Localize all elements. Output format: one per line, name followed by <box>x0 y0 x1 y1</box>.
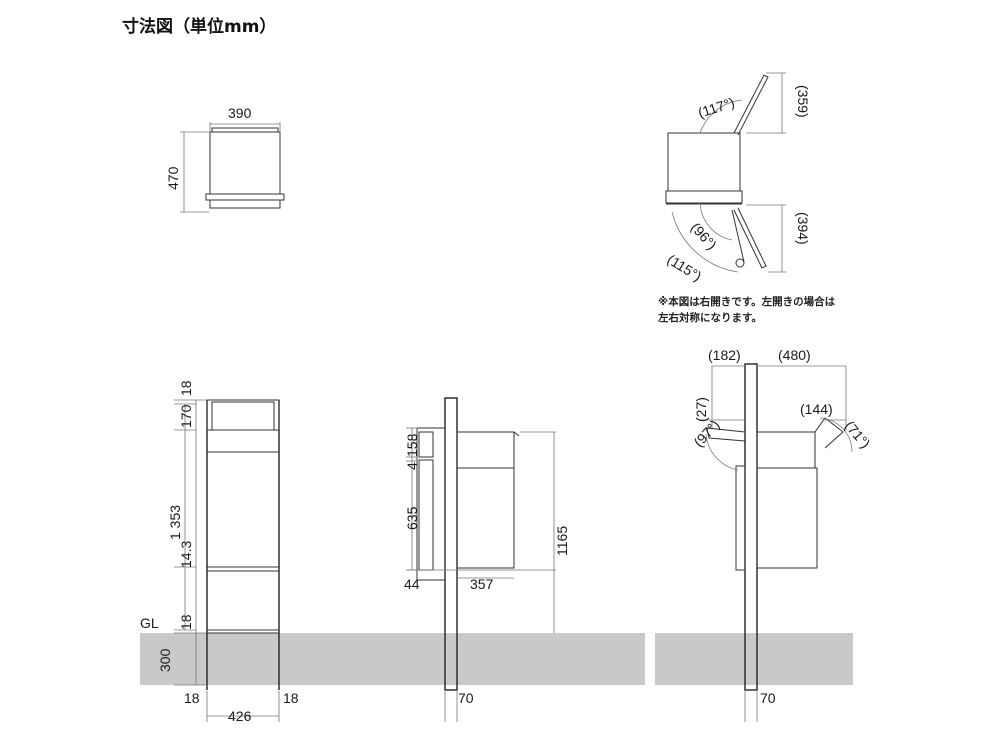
dim-door-length-394: (394) <box>795 212 811 245</box>
dim-door-angle-115: (115°) <box>664 251 704 284</box>
dim-top-158: 158 <box>404 433 420 457</box>
open-view: (117°) (359) (96°) (115°) (394) <box>664 72 811 284</box>
dim-lid-ext-144: (144) <box>800 401 833 417</box>
dim-width-426: 426 <box>228 708 252 724</box>
dim-bottom-gap-18: 18 <box>178 614 194 630</box>
ground-band-left <box>140 633 645 685</box>
dim-post-left-18: 18 <box>184 690 200 706</box>
ground-band-right <box>655 633 853 685</box>
open-side-view: (182) (480) (27) (144) (71°) (97°) 70 <box>690 347 874 722</box>
ground-level-label: GL <box>140 615 159 631</box>
dim-base-44: 44 <box>404 576 420 592</box>
dim-depth-357: 357 <box>470 576 494 592</box>
dim-height-1165: 1165 <box>554 526 570 556</box>
note-line-2: 左右対称になります。 <box>658 312 762 324</box>
dim-right-ext-480: (480) <box>778 347 811 363</box>
orientation-note: ※本図は右開きです。左開きの場合は 左右対称になります。 <box>658 294 835 326</box>
front-view: 18 170 1 353 14.3 18 GL 300 18 18 426 <box>140 380 299 724</box>
dim-post-right-18: 18 <box>283 690 299 706</box>
dim-width-390: 390 <box>228 105 252 121</box>
dim-total-1353: 1 353 <box>167 505 183 540</box>
note-line-1: ※本図は右開きです。左開きの場合は <box>658 296 836 308</box>
dim-depth-470: 470 <box>165 166 181 190</box>
dim-door-angle-96: (96°) <box>688 219 720 252</box>
dim-lid-angle-117: (117°) <box>696 94 736 121</box>
dim-top-4: 4 <box>404 462 420 470</box>
page-title: 寸法図（単位mm） <box>122 17 277 37</box>
dim-post-70: 70 <box>458 690 474 706</box>
dim-left-top-27: (27) <box>693 397 709 422</box>
dim-body-635: 635 <box>404 506 420 530</box>
top-view: 390 470 <box>165 105 285 213</box>
dim-lid-angle-71: (71°) <box>842 418 874 452</box>
dim-top-box-170: 170 <box>178 404 194 428</box>
dim-left-ext-182: (182) <box>708 347 741 363</box>
dim-post-70-right: 70 <box>760 690 776 706</box>
dim-mid-14-3: 14.3 <box>178 541 194 568</box>
dim-lid-length-359: (359) <box>795 85 811 118</box>
dim-burial-300: 300 <box>157 648 173 672</box>
side-view: 158 4 635 44 357 1165 70 <box>404 397 570 722</box>
dim-top-gap-18: 18 <box>178 380 194 396</box>
